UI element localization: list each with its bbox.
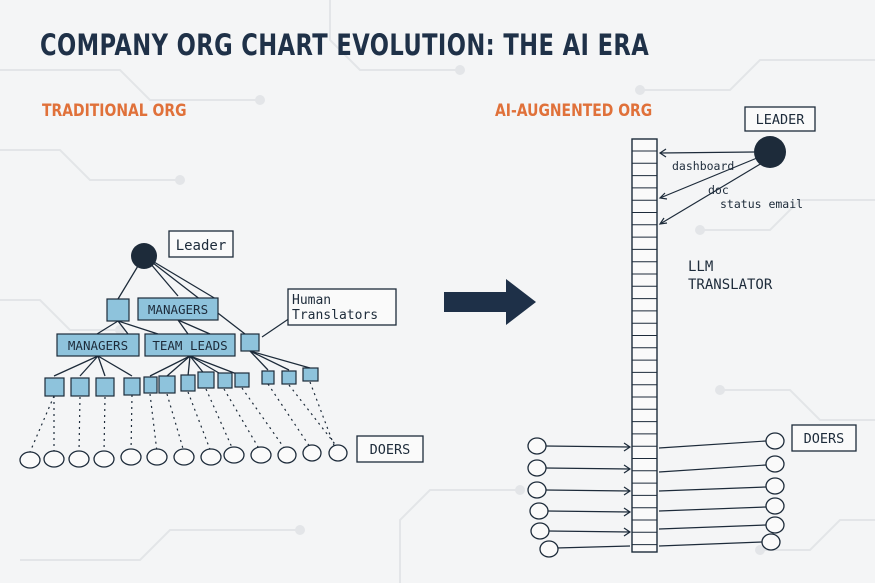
traditional-doers	[19, 444, 348, 469]
translator-node	[240, 333, 260, 352]
traditional-doers-box	[356, 435, 424, 463]
ai-leader-node	[754, 136, 786, 168]
manager-node	[106, 298, 130, 322]
managers-box-2	[56, 333, 140, 357]
team-member-node	[158, 375, 176, 394]
llm-translator-line2: TRANSLATOR	[688, 277, 773, 293]
team-member-node	[234, 372, 250, 388]
team-member-node	[180, 374, 196, 392]
team-member-node	[143, 376, 158, 394]
ai-leader-box	[744, 106, 816, 132]
human-translators-pointer	[261, 317, 291, 338]
human-translators-line2: Translators	[292, 308, 378, 323]
traditional-leader-box	[168, 230, 234, 258]
human-translators-line1: Human	[292, 293, 331, 308]
team-member-node	[261, 370, 275, 385]
team-member-node	[281, 370, 297, 385]
doc-label: doc	[708, 183, 729, 197]
transition-arrow-icon	[444, 279, 536, 325]
dashboard-label: dashboard	[672, 159, 734, 173]
team-member-node	[70, 377, 90, 397]
ai-doers-label: DOERS	[804, 431, 845, 447]
traditional-leader-node	[131, 243, 157, 269]
managers-label-2: MANAGERS	[68, 338, 128, 353]
team-leads-label: TEAM LEADS	[152, 338, 227, 353]
ai-doers-right	[761, 432, 785, 551]
managers-label: MANAGERS	[148, 302, 208, 317]
ai-doers-left	[527, 437, 559, 558]
ai-doers-box	[791, 424, 857, 452]
ai-org-heading: AI-AUGNENTED ORG	[495, 101, 653, 121]
team-member-node	[95, 377, 115, 397]
human-translators-box	[287, 288, 397, 326]
traditional-org-diagram	[29, 255, 339, 453]
ai-leader-label: LEADER	[756, 112, 806, 128]
llm-translator-line1: LLM	[688, 259, 713, 275]
page-title: COMPANY ORG CHART EVOLUTION: THE AI ERA	[40, 28, 650, 62]
team-member-node	[44, 377, 65, 397]
traditional-doers-label: DOERS	[370, 442, 411, 458]
traditional-leader-label: Leader	[176, 238, 227, 254]
traditional-org-heading: TRADITIONAL ORG	[42, 101, 187, 121]
llm-translator-column	[631, 138, 658, 553]
team-member-node	[197, 371, 215, 389]
team-member-node	[123, 377, 141, 396]
status-email-label: status email	[720, 197, 803, 211]
team-member-node	[302, 367, 319, 382]
team-member-node	[217, 372, 233, 389]
managers-box	[137, 297, 219, 321]
team-leads-box	[144, 333, 236, 357]
